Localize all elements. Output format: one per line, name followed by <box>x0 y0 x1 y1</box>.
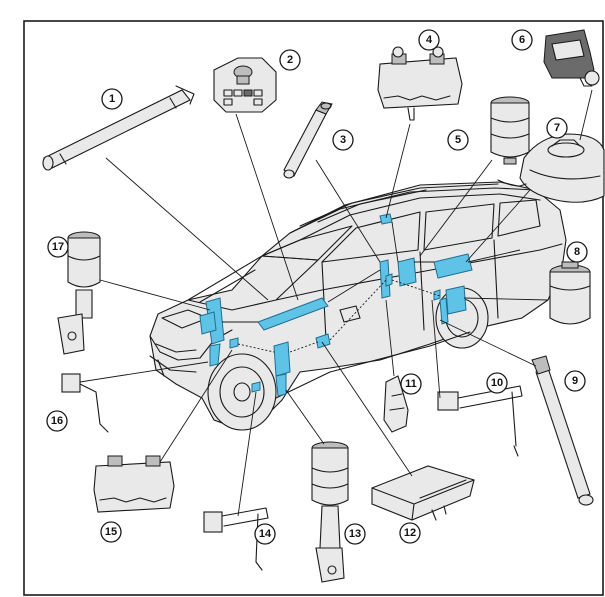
rear-left-spring-highlight <box>397 257 417 287</box>
component-8-air-spring <box>549 261 591 325</box>
callout-5-label: 5 <box>455 134 461 146</box>
callout-13: 13 <box>344 523 366 545</box>
ecu-highlight <box>315 333 331 349</box>
callout-6: 6 <box>511 29 533 51</box>
component-11-bracket <box>383 375 409 433</box>
callout-16: 16 <box>46 410 68 432</box>
component-6-compressor-valve <box>543 29 600 87</box>
callout-10: 10 <box>486 372 508 394</box>
callout-12: 12 <box>399 522 421 544</box>
component-9-rear-damper <box>531 355 594 506</box>
component-4-valve-block <box>377 46 463 121</box>
callout-4: 4 <box>418 29 440 51</box>
air-reservoir-highlight <box>257 297 329 331</box>
callout-15: 15 <box>100 521 122 543</box>
component-5-rear-air-spring <box>490 96 530 165</box>
callout-9-label: 9 <box>572 375 578 387</box>
callout-13-label: 13 <box>349 528 361 540</box>
vehicle-highlights <box>199 213 521 397</box>
callout-2-label: 2 <box>287 54 293 66</box>
component-13-front-air-strut <box>311 441 349 583</box>
vehicle-body <box>149 181 567 431</box>
callout-11: 11 <box>400 373 422 395</box>
component-10-height-sensor <box>437 385 523 457</box>
callout-1: 1 <box>101 88 123 110</box>
rear-right-spring-highlight <box>445 285 467 315</box>
component-12-control-module <box>371 465 475 521</box>
callout-14: 14 <box>254 523 276 545</box>
component-2-switch-pack <box>213 57 277 113</box>
callout-6-label: 6 <box>519 34 525 46</box>
callout-4-label: 4 <box>426 34 433 46</box>
callout-11-label: 11 <box>405 378 417 390</box>
callout-7: 7 <box>546 117 568 139</box>
callout-3: 3 <box>332 129 354 151</box>
component-17-front-strut <box>57 231 101 355</box>
front-right-strut-highlight <box>273 341 291 377</box>
callout-9: 9 <box>564 370 586 392</box>
callout-7-label: 7 <box>554 122 560 134</box>
callout-10-label: 10 <box>491 377 503 389</box>
callout-14-label: 14 <box>259 528 272 540</box>
callout-8-label: 8 <box>574 246 580 258</box>
callout-8: 8 <box>566 241 588 263</box>
compressor-highlight <box>433 253 473 279</box>
component-16-height-sensor <box>61 373 109 433</box>
component-1-air-reservoir <box>42 85 195 171</box>
component-7-compressor-housing <box>497 133 605 203</box>
callout-5: 5 <box>447 129 469 151</box>
callout-2: 2 <box>279 49 301 71</box>
callout-1-label: 1 <box>109 93 115 105</box>
leader-lines <box>79 89 593 517</box>
callout-15-label: 15 <box>105 526 117 538</box>
callout-17: 17 <box>47 236 69 258</box>
component-3-damper <box>283 101 333 179</box>
component-15-front-valve-block <box>93 455 175 513</box>
callout-12-label: 12 <box>404 527 416 539</box>
callout-3-label: 3 <box>340 134 346 146</box>
callout-16-label: 16 <box>51 415 63 427</box>
callout-17-label: 17 <box>52 241 64 253</box>
